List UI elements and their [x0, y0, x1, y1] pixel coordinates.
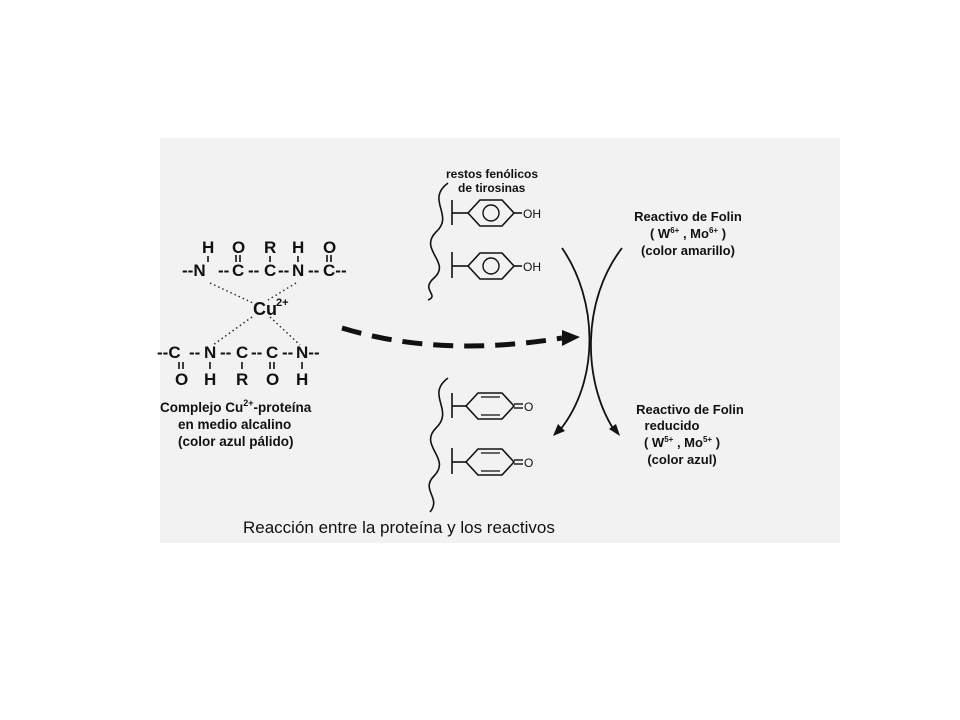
- figure-caption: Reacción entre la proteína y los reactiv…: [243, 518, 555, 537]
- arrowhead-right: [609, 424, 620, 436]
- bot-dash-2: --: [220, 343, 231, 362]
- oh-label-2: OH: [523, 260, 541, 274]
- bot-n-2: N--: [296, 343, 320, 362]
- bot-n-1: N: [204, 343, 216, 362]
- coordination-bonds: [209, 282, 301, 346]
- complex-label-line3: (color azul pálido): [178, 434, 294, 449]
- top-h-1: H: [202, 238, 214, 257]
- reaction-arrow: [341, 325, 580, 349]
- folin-red-state: reducido: [645, 418, 700, 433]
- bot-c-2: C: [236, 343, 248, 362]
- top-c-3: C--: [323, 261, 347, 280]
- top-c-1: C: [232, 261, 244, 280]
- bot-o-1: O: [175, 370, 188, 389]
- phenol-label-2: de tirosinas: [458, 181, 526, 195]
- top-o-2: O: [323, 238, 336, 257]
- folin-oxidized: Reactivo de Folin ( W6+ , Mo6+ ) (color …: [634, 209, 742, 258]
- top-h-2: H: [292, 238, 304, 257]
- bot-r: R: [236, 370, 248, 389]
- top-dash-3: --: [278, 261, 289, 280]
- oh-label-1: OH: [523, 207, 541, 221]
- folin-red-color: (color azul): [647, 452, 716, 467]
- top-n-2: N: [292, 261, 304, 280]
- quinone-ring-2: O: [464, 448, 533, 476]
- top-n-1: --N: [182, 261, 206, 280]
- top-c-2: C: [264, 261, 276, 280]
- cu-charge: 2+: [276, 297, 289, 309]
- folin-ox-title: Reactivo de Folin: [634, 209, 742, 224]
- phenol-ring-1: OH: [466, 199, 541, 227]
- quinone-ring-1: O: [464, 392, 533, 420]
- bot-c-3: C: [266, 343, 278, 362]
- bot-o-2: O: [266, 370, 279, 389]
- folin-ox-ions: ( W6+ , Mo6+ ): [650, 226, 726, 241]
- folin-red-title: Reactivo de Folin: [636, 402, 744, 417]
- top-peptide-chain: H O R H O --N -- C -- C -- N -- C--: [182, 238, 347, 280]
- cu-symbol: Cu: [253, 299, 277, 319]
- bottom-peptide-chain: --C -- N -- C -- C -- N-- O H R O H: [157, 343, 320, 389]
- folin-ox-color: (color amarillo): [641, 243, 735, 258]
- top-dash-4: --: [308, 261, 319, 280]
- bot-dash-4: --: [282, 343, 293, 362]
- o-label-1: O: [524, 400, 533, 414]
- bot-h-1: H: [204, 370, 216, 389]
- arrowhead-left: [553, 424, 565, 436]
- top-r: R: [264, 238, 276, 257]
- bot-h-2: H: [296, 370, 308, 389]
- bot-c-1: --C: [157, 343, 181, 362]
- top-o-1: O: [232, 238, 245, 257]
- redox-arrows: [559, 247, 623, 431]
- phenol-residues: restos fenólicos de tirosinas OH OH: [427, 167, 541, 301]
- copper-ion: Cu 2+: [253, 297, 289, 319]
- complex-label-line1: Complejo Cu2+-proteína: [160, 398, 312, 415]
- o-label-2: O: [524, 456, 533, 470]
- complex-label: Complejo Cu2+-proteína en medio alcalino…: [160, 398, 312, 449]
- complex-label-line2: en medio alcalino: [178, 417, 291, 432]
- top-dash-2: --: [248, 261, 259, 280]
- bot-dash-3: --: [251, 343, 262, 362]
- phenol-ring-2: OH: [466, 252, 541, 280]
- folin-reduced: Reactivo de Folin reducido ( W5+ , Mo5+ …: [636, 402, 744, 467]
- quinone-products: O O: [428, 377, 533, 513]
- phenol-label-1: restos fenólicos: [446, 167, 538, 181]
- top-dash-1: --: [218, 261, 229, 280]
- folin-red-ions: ( W5+ , Mo5+ ): [644, 435, 720, 450]
- bot-dash-1: --: [189, 343, 200, 362]
